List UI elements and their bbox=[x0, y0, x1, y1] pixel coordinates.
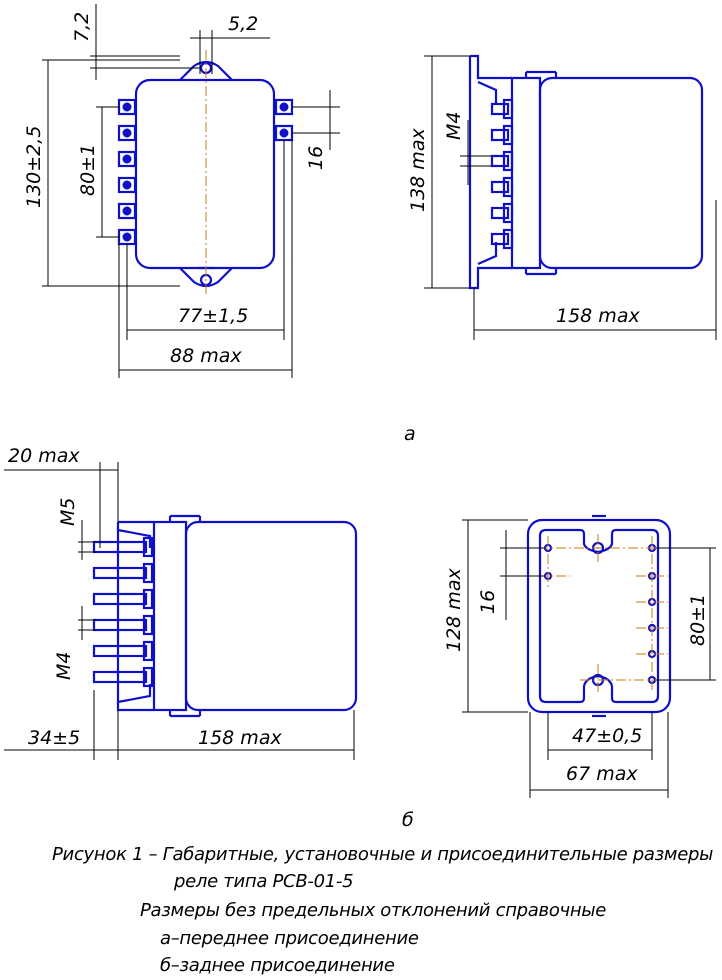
terminals-left bbox=[117, 98, 137, 246]
view-a-front: 7,2 5,2 130±2,5 80±1 16 77±1,5 88 max bbox=[23, 4, 340, 378]
dim-34: 34±5 bbox=[28, 727, 80, 749]
dim-20: 20 max bbox=[8, 445, 80, 467]
dim-5-2: 5,2 bbox=[228, 13, 258, 35]
view-b-rear: 128 max 16 80±1 47±0,5 67 max bbox=[443, 514, 716, 798]
view-b-side: 20 max М5 М4 34±5 158 max bbox=[4, 445, 358, 760]
dim-7-2: 7,2 bbox=[71, 12, 93, 42]
dim-m4-a: М4 bbox=[443, 112, 465, 140]
terminals-right bbox=[274, 98, 294, 142]
dim-47: 47±0,5 bbox=[572, 725, 642, 747]
dim-77: 77±1,5 bbox=[178, 305, 248, 327]
caption-line-1: Рисунок 1 – Габаритные, установочные и п… bbox=[52, 844, 714, 865]
dim-158-b: 158 max bbox=[198, 727, 282, 749]
dim-16-b: 16 bbox=[477, 590, 499, 614]
dim-m5: М5 bbox=[57, 498, 79, 526]
caption-line-5: б–заднее присоединение bbox=[160, 955, 395, 976]
view-a-side: 138 max М4 158 max bbox=[407, 54, 717, 340]
view-label-b: б bbox=[402, 809, 414, 831]
dim-130: 130±2,5 bbox=[23, 126, 45, 208]
caption-line-3: Размеры без предельных отклонений справо… bbox=[140, 900, 607, 921]
terminals-rear bbox=[92, 536, 154, 688]
view-label-a: а bbox=[404, 423, 416, 445]
dim-67: 67 max bbox=[566, 763, 638, 785]
caption-line-4: а–переднее присоединение bbox=[160, 928, 419, 949]
dim-80: 80±1 bbox=[77, 144, 99, 196]
dim-80-b: 80±1 bbox=[687, 594, 709, 646]
caption-line-2: реле типа РСВ-01-5 bbox=[174, 871, 354, 892]
dim-158-a: 158 max bbox=[556, 305, 640, 327]
dim-88: 88 max bbox=[170, 345, 242, 367]
dim-16: 16 bbox=[305, 146, 327, 170]
dim-m4-b: М4 bbox=[53, 652, 75, 680]
terminals-side bbox=[490, 98, 514, 250]
dim-138: 138 max bbox=[407, 128, 429, 212]
rear-pins bbox=[543, 541, 657, 687]
dim-128: 128 max bbox=[443, 568, 465, 652]
